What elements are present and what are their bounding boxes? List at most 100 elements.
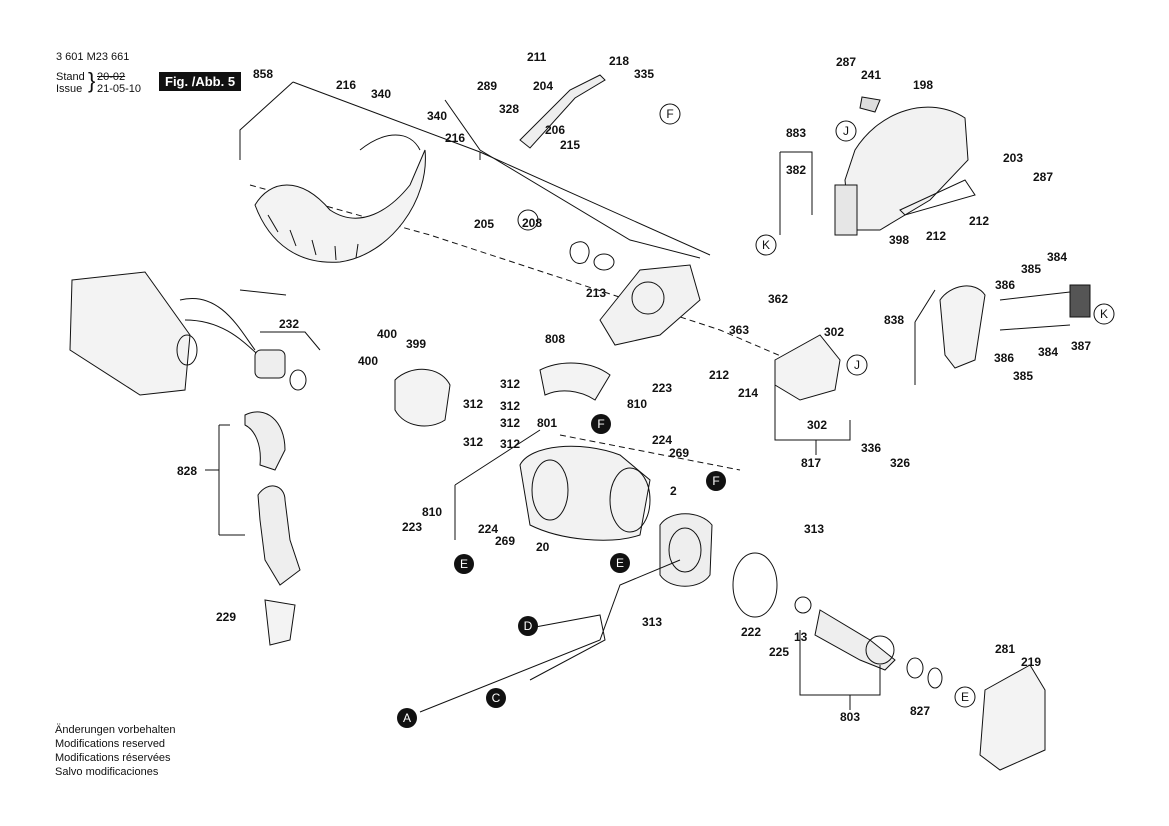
part-label: 326 bbox=[890, 456, 910, 470]
part-label: 312 bbox=[463, 435, 483, 449]
note-en: Modifications reserved bbox=[55, 738, 166, 750]
stand-label: Stand bbox=[56, 71, 85, 83]
part-label: 382 bbox=[786, 163, 806, 177]
part-label: 312 bbox=[500, 437, 520, 451]
part-label: 340 bbox=[427, 109, 447, 123]
stand-value: 20-02 bbox=[97, 71, 126, 83]
part-label: 384 bbox=[1038, 345, 1058, 359]
part-label: 336 bbox=[861, 441, 881, 455]
connector-f-filled: F bbox=[706, 471, 726, 491]
doc-number: 3 601 M23 661 bbox=[56, 51, 130, 63]
note-es: Salvo modificaciones bbox=[55, 766, 159, 778]
part-label: 216 bbox=[336, 78, 356, 92]
part-label: 312 bbox=[500, 416, 520, 430]
upper-cover bbox=[834, 96, 976, 236]
motor-axis-line bbox=[559, 434, 741, 471]
deflector bbox=[264, 599, 296, 646]
part-label: 313 bbox=[804, 522, 824, 536]
connector-k-open: K bbox=[1093, 303, 1115, 325]
part-label: 212 bbox=[926, 229, 946, 243]
figure-label: Fig. /Abb. 5 bbox=[159, 72, 242, 91]
part-label: 287 bbox=[1033, 170, 1053, 184]
part-label: 289 bbox=[477, 79, 497, 93]
part-label: 203 bbox=[1003, 151, 1023, 165]
part-label: 803 bbox=[840, 710, 860, 724]
part-label: 205 bbox=[474, 217, 494, 231]
motor-housing bbox=[519, 445, 651, 541]
svg-text:J: J bbox=[843, 124, 849, 138]
part-label: 838 bbox=[884, 313, 904, 327]
modification-notes: Änderungen vorbehalten Modifications res… bbox=[55, 723, 175, 779]
part-label: 206 bbox=[545, 123, 565, 137]
part-label: 313 bbox=[642, 615, 662, 629]
svg-text:D: D bbox=[524, 619, 533, 633]
note-fr: Modifications réservées bbox=[55, 752, 171, 764]
connector-callouts: F J K K J F F E E E D C A bbox=[397, 103, 1115, 728]
svg-text:J: J bbox=[854, 358, 860, 372]
part-label: 399 bbox=[406, 337, 426, 351]
part-label: 312 bbox=[463, 397, 483, 411]
part-label: 400 bbox=[377, 327, 397, 341]
part-label: 312 bbox=[500, 399, 520, 413]
part-labels: 858 216 340 340 216 211 218 335 289 204 … bbox=[177, 50, 1091, 724]
part-label: 362 bbox=[768, 292, 788, 306]
part-label: 20 bbox=[536, 540, 550, 554]
part-label: 232 bbox=[279, 317, 299, 331]
cable-harness bbox=[419, 559, 681, 713]
svg-text:C: C bbox=[492, 691, 501, 705]
part-label: 222 bbox=[741, 625, 761, 639]
part-label: 198 bbox=[913, 78, 933, 92]
assembly-axis-line bbox=[249, 184, 791, 361]
switch-module bbox=[1069, 284, 1091, 318]
connector-f-filled: F bbox=[591, 414, 611, 434]
connector-c-filled: C bbox=[486, 688, 506, 708]
part-label: 858 bbox=[253, 67, 273, 81]
part-label: 385 bbox=[1021, 262, 1041, 276]
handle-cover bbox=[539, 362, 611, 401]
part-label: 398 bbox=[889, 233, 909, 247]
issue-label: Issue bbox=[56, 83, 83, 95]
part-label: 808 bbox=[545, 332, 565, 346]
part-label: 287 bbox=[836, 55, 856, 69]
retaining-ring bbox=[732, 552, 778, 618]
part-label: 386 bbox=[995, 278, 1015, 292]
part-label: 269 bbox=[495, 534, 515, 548]
side-plate bbox=[774, 334, 841, 401]
upper-blade-guard bbox=[254, 134, 426, 263]
part-label: 13 bbox=[794, 630, 808, 644]
connector-a-filled: A bbox=[397, 708, 417, 728]
part-label: 340 bbox=[371, 87, 391, 101]
svg-text:F: F bbox=[712, 474, 719, 488]
part-label: 335 bbox=[634, 67, 654, 81]
part-label: 215 bbox=[560, 138, 580, 152]
svg-text:K: K bbox=[762, 238, 770, 252]
part-label: 214 bbox=[738, 386, 758, 400]
part-label: 219 bbox=[1021, 655, 1041, 669]
part-label: 211 bbox=[527, 50, 547, 64]
part-label: 216 bbox=[445, 131, 465, 145]
handle-grip bbox=[939, 285, 986, 369]
part-label: 810 bbox=[627, 397, 647, 411]
blade-guard-bracket bbox=[517, 209, 701, 346]
part-label: 387 bbox=[1071, 339, 1091, 353]
dust-bag bbox=[69, 271, 307, 396]
part-label: 400 bbox=[358, 354, 378, 368]
part-label: 223 bbox=[652, 381, 672, 395]
svg-text:F: F bbox=[666, 107, 673, 121]
part-label: 386 bbox=[994, 351, 1014, 365]
part-label: 204 bbox=[533, 79, 553, 93]
part-label: 810 bbox=[422, 505, 442, 519]
connector-k-open: K bbox=[755, 234, 777, 256]
svg-text:E: E bbox=[961, 690, 969, 704]
svg-text:E: E bbox=[460, 557, 468, 571]
part-label: 817 bbox=[801, 456, 821, 470]
svg-text:E: E bbox=[616, 556, 624, 570]
part-label: 385 bbox=[1013, 369, 1033, 383]
part-label: 212 bbox=[709, 368, 729, 382]
svg-text:A: A bbox=[403, 711, 411, 725]
svg-text:F: F bbox=[597, 417, 604, 431]
part-label: 2 bbox=[670, 484, 677, 498]
part-label: 828 bbox=[177, 464, 197, 478]
part-label: 224 bbox=[478, 522, 498, 536]
